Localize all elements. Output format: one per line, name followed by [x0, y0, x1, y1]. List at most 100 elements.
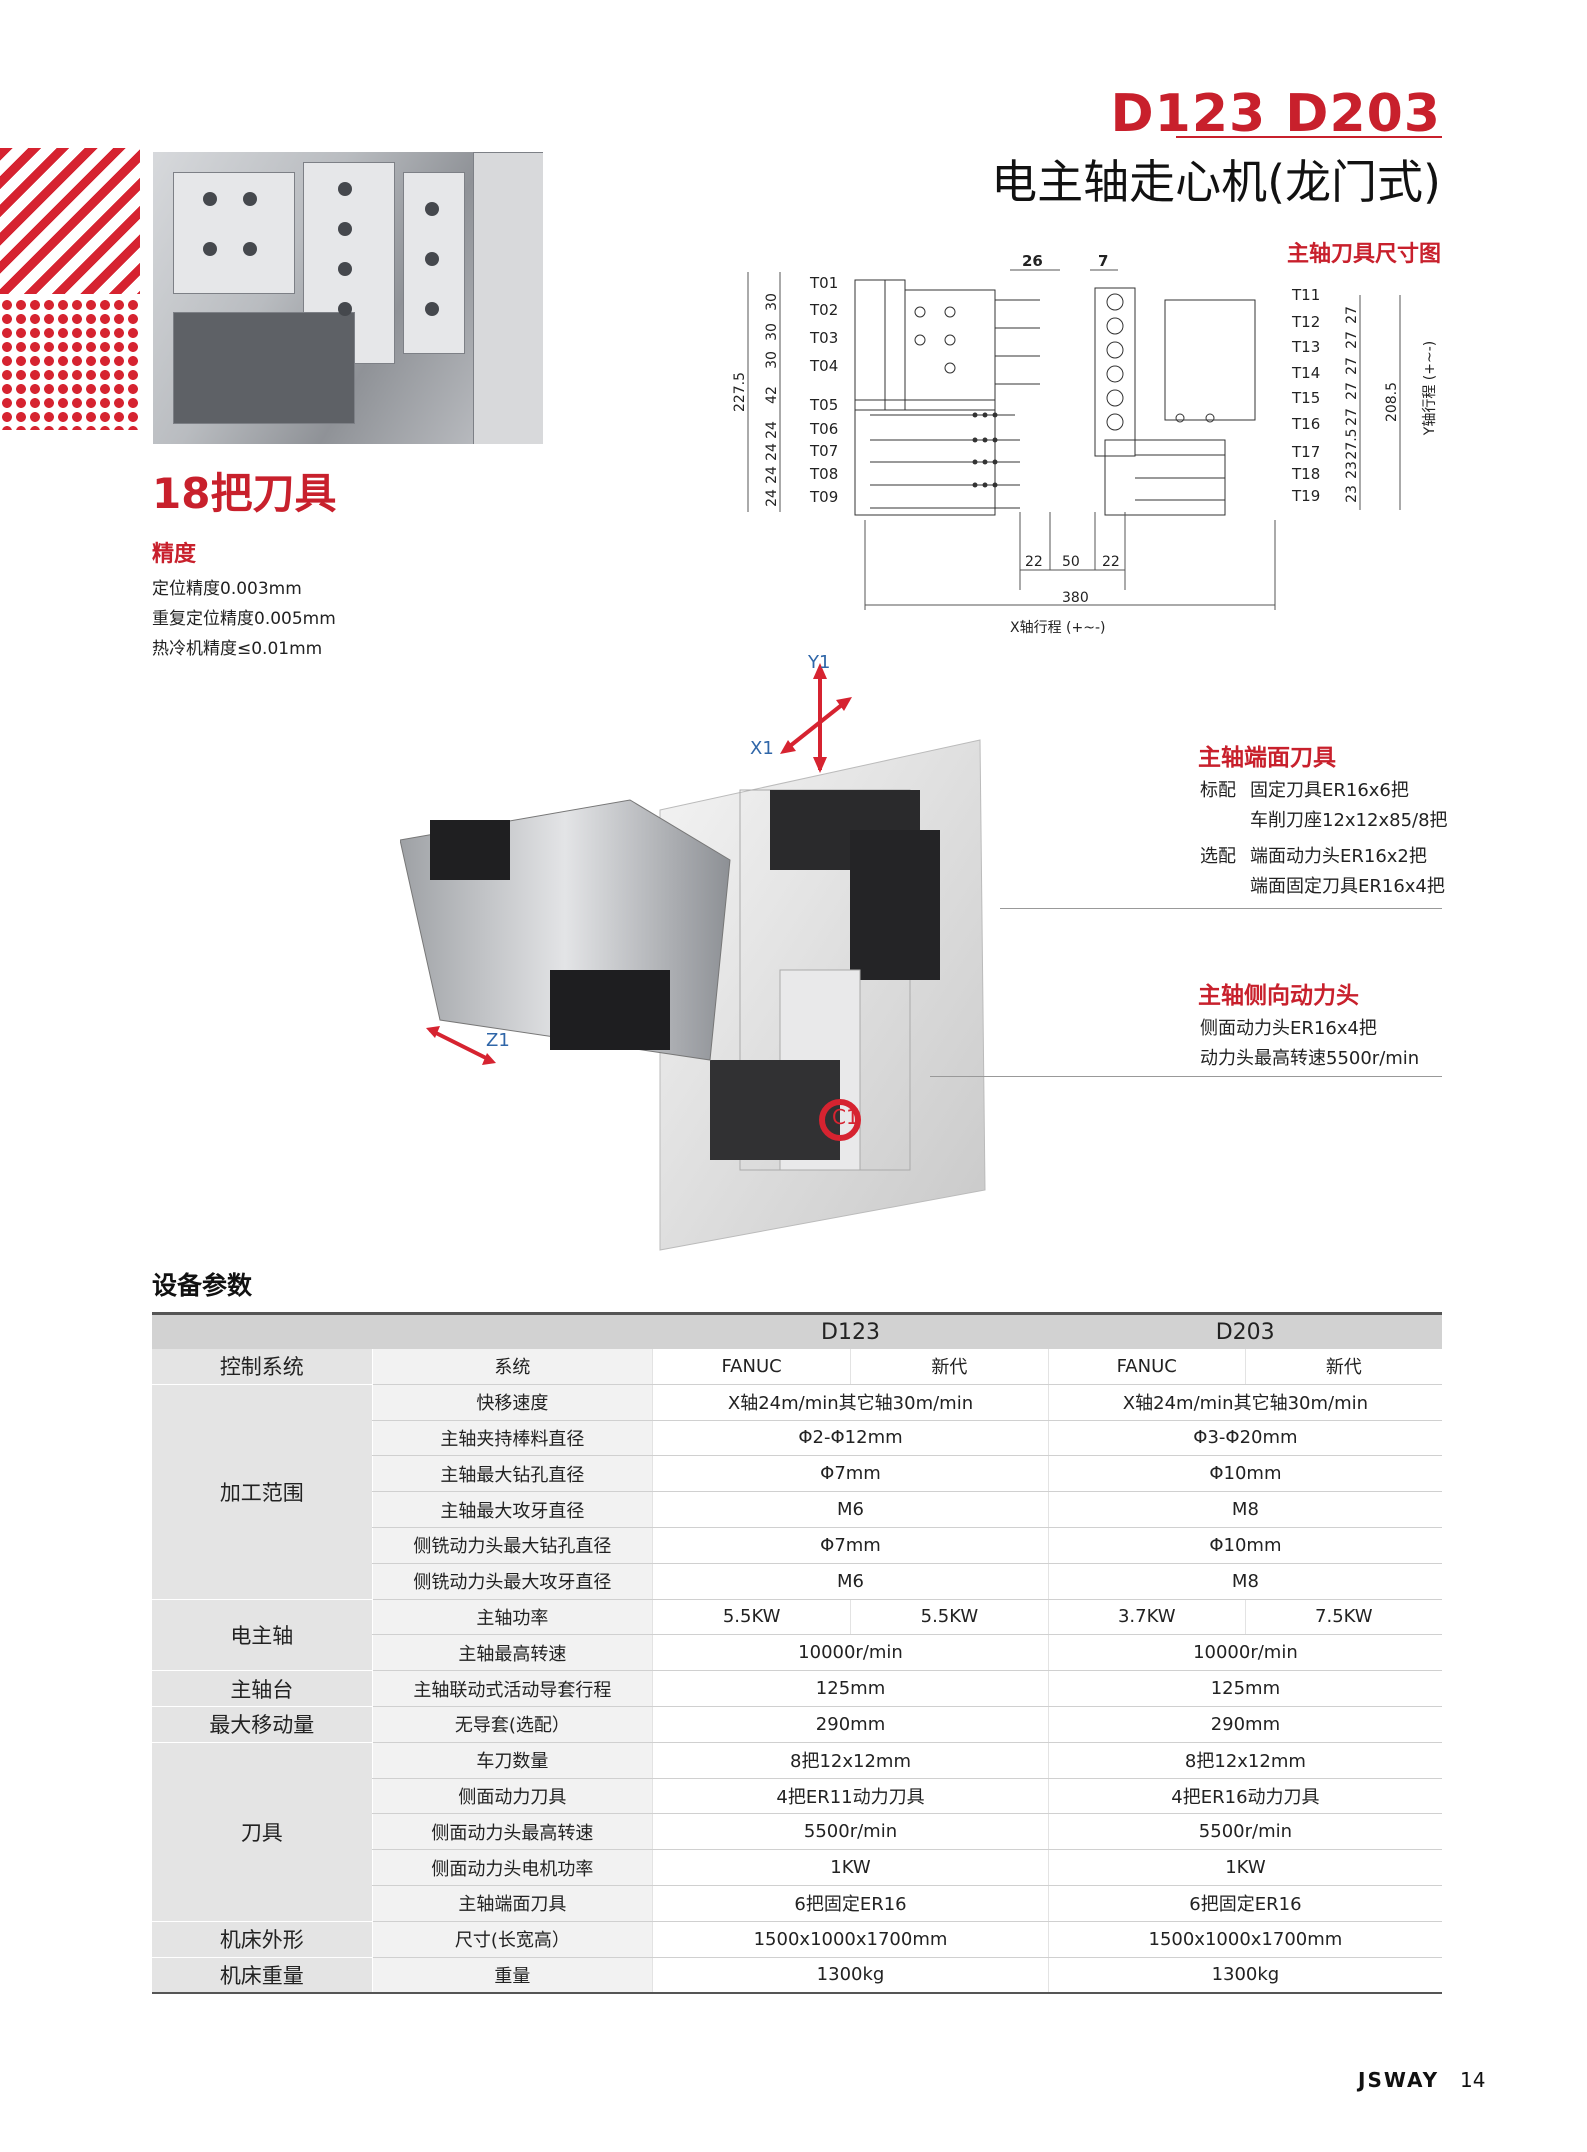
axis-arrows: [780, 663, 852, 773]
value-cell: Φ7mm: [652, 1455, 1049, 1493]
value-cell: FANUC: [1047, 1349, 1246, 1385]
tool-label: T16: [1291, 415, 1320, 433]
param-name-cell: 主轴最大攻牙直径: [371, 1491, 653, 1528]
dim-value: 27: [1344, 306, 1360, 324]
value-cell: 125mm: [652, 1670, 1049, 1707]
param-name-cell: 主轴最高转速: [371, 1634, 653, 1672]
param-name-cell: 侧面动力头最高转速: [371, 1813, 653, 1851]
leader-line: [930, 1076, 1442, 1077]
param-name-cell: 重量: [371, 1957, 653, 1995]
opt-label: 选配: [1200, 846, 1236, 867]
brand-logo: JSWAY: [1358, 2068, 1440, 2092]
param-name-cell: 侧铣动力头最大攻牙直径: [371, 1563, 653, 1600]
value-cell: 5500r/min: [652, 1813, 1049, 1851]
value-cell: 1500x1000x1700mm: [652, 1921, 1049, 1958]
leader-line: [1000, 908, 1442, 909]
std-line: 固定刀具ER16x6把: [1250, 780, 1409, 801]
dim-value: 23: [1344, 461, 1360, 479]
param-name-cell: 主轴夹持棒料直径: [371, 1420, 653, 1457]
dim-value: 24: [764, 443, 780, 461]
tool-label: T08: [809, 465, 838, 483]
diagram-label: 主轴刀具尺寸图: [1286, 242, 1441, 267]
precision-line: 重复定位精度0.005mm: [152, 609, 336, 629]
value-cell: 1300kg: [1047, 1957, 1442, 1995]
value-cell: 新代: [850, 1349, 1049, 1385]
category-cell: 加工范围: [152, 1384, 373, 1600]
opt-line: 端面动力头ER16x2把: [1250, 846, 1427, 867]
dim-value: 24: [764, 421, 780, 439]
tool-label: T19: [1291, 487, 1320, 505]
value-cell: 4把ER16动力刀具: [1047, 1778, 1442, 1815]
param-name-cell: 侧面动力头电机功率: [371, 1849, 653, 1886]
param-name-cell: 车刀数量: [371, 1742, 653, 1779]
dim-value: 7: [1098, 252, 1108, 270]
param-name-cell: 侧铣动力头最大钻孔直径: [371, 1527, 653, 1564]
side-head-line: 侧面动力头ER16x4把: [1200, 1018, 1377, 1039]
value-cell: M8: [1047, 1563, 1442, 1600]
value-cell: 290mm: [652, 1706, 1049, 1743]
params-heading: 设备参数: [152, 1271, 253, 1300]
category-cell: 控制系统: [152, 1349, 373, 1385]
tool-label: T01: [809, 274, 838, 292]
table-header-row: D123 D203: [152, 1312, 1442, 1349]
side-head-line: 动力头最高转速5500r/min: [1200, 1048, 1420, 1069]
category-cell: 刀具: [152, 1742, 373, 1922]
tool-label: T06: [809, 420, 838, 438]
tool-label: T03: [809, 329, 838, 347]
value-cell: 1300kg: [652, 1957, 1049, 1995]
tool-label: T18: [1291, 465, 1320, 483]
std-label: 标配: [1200, 780, 1236, 801]
value-cell: Φ3-Φ20mm: [1047, 1420, 1442, 1457]
value-cell: M8: [1047, 1491, 1442, 1528]
value-cell: 8把12x12mm: [652, 1742, 1049, 1779]
axis-label-x1: X1: [750, 738, 774, 759]
value-cell: 1KW: [1047, 1849, 1442, 1886]
tool-dimension-diagram: T01 T02 T03 T04 T05 T06 T07 T08 T09 T11 …: [732, 252, 1438, 636]
red-stripe-pattern: [0, 148, 140, 294]
param-name-cell: 主轴联动式活动导套行程: [371, 1670, 653, 1707]
tools-count: 18把刀具: [152, 469, 337, 518]
value-cell: 1500x1000x1700mm: [1047, 1921, 1442, 1958]
value-cell: 8把12x12mm: [1047, 1742, 1442, 1779]
value-cell: Φ7mm: [652, 1527, 1049, 1564]
axis-travel-label: Y轴行程 (+~-): [1422, 341, 1438, 436]
axis-label-c1: C1: [832, 1105, 859, 1129]
face-tools-heading: 主轴端面刀具: [1198, 745, 1336, 771]
model-title: D123 D203: [1110, 84, 1441, 144]
title-underline: [1176, 136, 1442, 138]
value-cell: 1KW: [652, 1849, 1049, 1886]
category-cell: 电主轴: [152, 1599, 373, 1672]
dim-total: 208.5: [1384, 382, 1400, 422]
param-name-cell: 快移速度: [371, 1384, 653, 1421]
value-cell: 6把固定ER16: [652, 1885, 1049, 1922]
value-cell: M6: [652, 1563, 1049, 1600]
red-dot-pattern: [0, 298, 140, 430]
dim-value: 26: [1022, 252, 1043, 270]
dim-value: 27.5: [1344, 428, 1360, 459]
value-cell: 5.5KW: [652, 1599, 851, 1636]
page-number: 14: [1460, 2068, 1486, 2092]
value-cell: 3.7KW: [1047, 1599, 1246, 1636]
value-cell: 290mm: [1047, 1706, 1442, 1743]
category-cell: 主轴台: [152, 1670, 373, 1707]
param-name-cell: 系统: [371, 1349, 653, 1385]
param-name-cell: 侧面动力刀具: [371, 1778, 653, 1815]
tool-label: T12: [1291, 313, 1320, 331]
category-cell: 最大移动量: [152, 1706, 373, 1743]
dim-value: 30: [764, 323, 780, 341]
category-cell: 机床重量: [152, 1957, 373, 1995]
value-cell: FANUC: [652, 1349, 851, 1385]
value-cell: 5500r/min: [1047, 1813, 1442, 1851]
dim-value: 22: [1025, 554, 1043, 570]
